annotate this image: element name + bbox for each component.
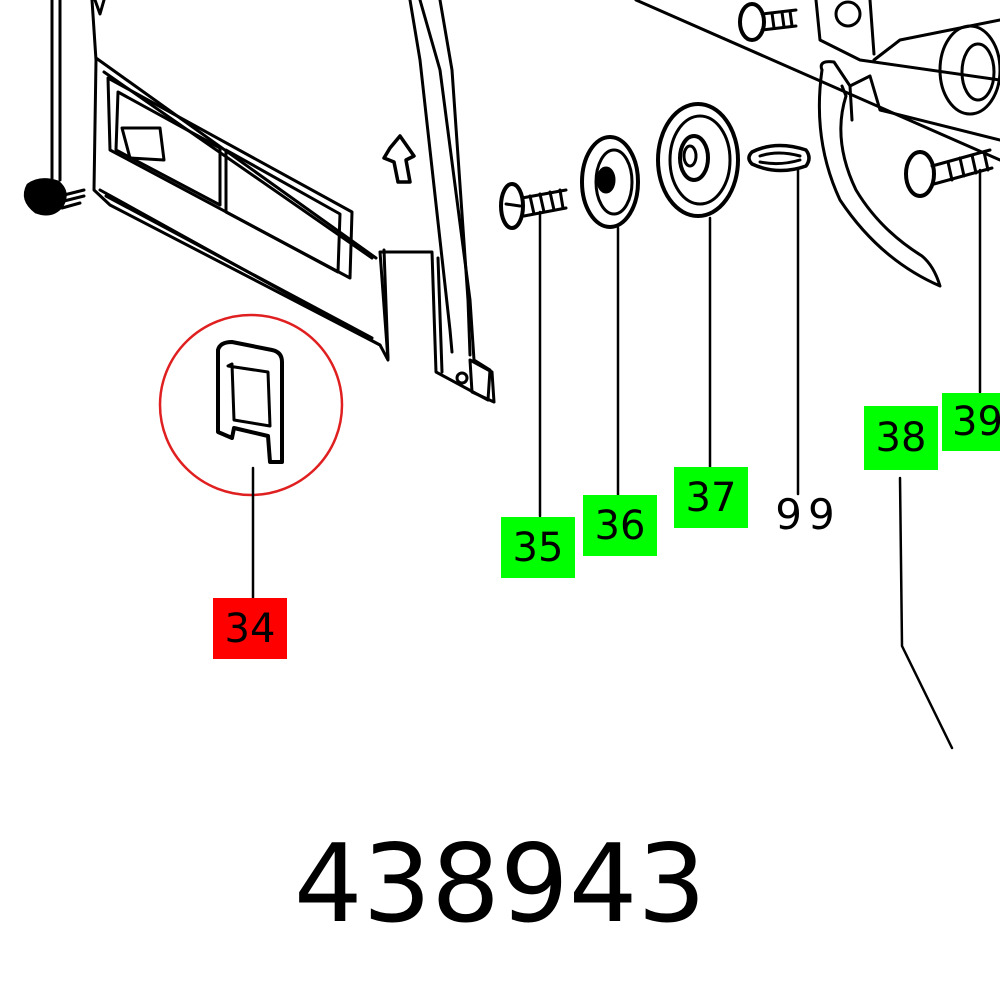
callout-label-37[interactable]: 37 [674,467,748,528]
washer-36-drawing [580,135,640,229]
screw-39-drawing [904,148,994,198]
part-number: 438943 [293,822,707,947]
motor-housing-drawing [634,0,1000,162]
leader-lines [251,166,982,750]
callout-label-36[interactable]: 36 [583,495,657,556]
clip-part-34-drawing [216,340,284,464]
callout-label-39[interactable]: 39 [942,393,1000,451]
ring-99-drawing [747,143,811,173]
callout-label-35[interactable]: 35 [501,517,575,578]
bracket-38-drawing [817,60,1000,288]
screw-35-drawing [499,182,568,230]
callout-label-99[interactable]: 99 [775,490,841,539]
guard-plate-drawing [90,0,496,404]
callout-label-34[interactable]: 34 [213,598,287,659]
screw-top-drawing [738,2,798,42]
screw-top-left-drawing [23,0,86,216]
highlight-circle-34 [158,313,344,497]
callout-label-38[interactable]: 38 [864,406,938,470]
bearing-37-drawing [656,102,740,218]
